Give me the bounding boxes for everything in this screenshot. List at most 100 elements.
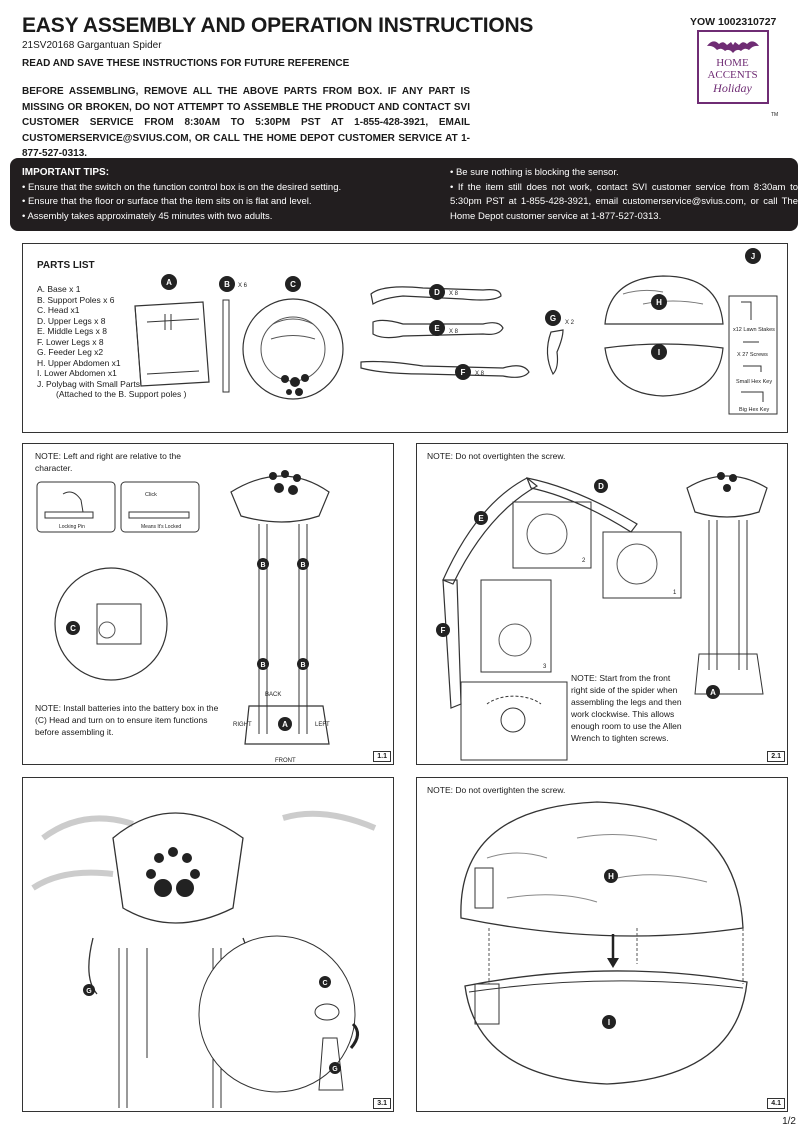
logo-line-accents: ACCENTS <box>707 69 758 81</box>
home-accents-logo: HOME ACCENTS Holiday <box>697 30 769 104</box>
count-d: X 8 <box>449 291 459 297</box>
detail-circle <box>198 935 356 1093</box>
front-label: FRONT <box>275 758 296 764</box>
label-badge-e <box>474 511 488 525</box>
step-2-1-illustration: E D F 2 1 3 A <box>436 472 768 761</box>
label-badge-i <box>602 1015 616 1029</box>
label-badge-a <box>161 274 177 290</box>
label-b: B <box>300 662 305 669</box>
label-badge-h <box>651 294 667 310</box>
label-badge-c <box>66 621 80 635</box>
label-b: B <box>224 280 230 289</box>
label-c: C <box>290 280 296 289</box>
parts-illustration: A B X 6 C D X 8 E X 8 F X 8 G <box>134 248 778 415</box>
battery-compartment <box>474 983 500 1025</box>
list-item: E. Middle Legs x 8 <box>37 326 107 336</box>
rotate-arrow-icon <box>349 1022 359 1049</box>
lower-abdomen-drawing <box>604 343 724 397</box>
label-badge-b <box>257 558 269 570</box>
label-c: C <box>322 980 327 987</box>
base-drawing <box>134 301 210 387</box>
page-number: 1/2 <box>782 1116 796 1127</box>
polybag-box <box>728 295 778 415</box>
list-item: G. Feeder Leg x2 <box>37 347 104 357</box>
parts-list: A. Base x 1 B. Support Poles x 6 C. Head… <box>37 284 186 400</box>
step-1-1-panel: NOTE: Left and right are relative to the… <box>22 443 394 765</box>
list-item: A. Base x 1 <box>37 284 81 294</box>
product-subtitle: 21SV20168 Gargantuan Spider <box>22 40 162 51</box>
label-badge-g <box>329 1062 341 1074</box>
important-tips-box: IMPORTANT TIPS: • Ensure that the switch… <box>10 158 798 231</box>
label-i: I <box>658 348 660 357</box>
label-g: G <box>86 988 92 995</box>
label-badge-h <box>604 869 618 883</box>
middle-leg-drawing <box>442 477 539 585</box>
upper-abdomen-drawing <box>604 275 724 325</box>
label-d: D <box>434 288 440 297</box>
left-label: LEFT <box>315 722 330 728</box>
base-drawing <box>694 653 764 695</box>
label-badge-c <box>319 976 331 988</box>
count-e: X 8 <box>449 329 459 335</box>
label-badge-d <box>429 284 445 300</box>
feeder-leg-detail <box>318 1037 344 1091</box>
label-a: A <box>710 688 716 697</box>
head-drawing <box>242 298 344 400</box>
back-label: BACK <box>265 692 281 698</box>
page-title: EASY ASSEMBLY AND OPERATION INSTRUCTIONS <box>22 14 534 37</box>
support-poles-drawing <box>708 520 748 670</box>
right-label: RIGHT <box>233 722 252 728</box>
step-number: 3.1 <box>373 1098 391 1109</box>
step-2-1-note-side: NOTE: Start from the front right side of… <box>571 673 682 743</box>
big-hex-key-label: Big Hex Key <box>739 407 770 413</box>
parts-list-title: PARTS LIST <box>37 260 95 271</box>
upper-leg-drawing <box>526 477 638 533</box>
step-1-1-note-top: NOTE: Left and right are relative to the… <box>35 451 181 473</box>
count-g: X 2 <box>565 320 575 326</box>
label-b: B <box>260 562 265 569</box>
step-4-1-note-top: NOTE: Do not overtighten the screw. <box>427 785 566 795</box>
tip-item: • Be sure nothing is blocking the sensor… <box>450 167 619 178</box>
tip-item: • Ensure that the switch on the function… <box>22 181 342 193</box>
label-c: C <box>70 624 76 633</box>
support-pole-drawing <box>222 299 230 393</box>
big-hex-key-icon <box>741 391 764 402</box>
label-badge-j <box>745 248 761 264</box>
means-locked-label: Means It's Locked <box>141 524 181 530</box>
tips-heading: IMPORTANT TIPS: <box>22 167 110 178</box>
label-badge-b <box>297 658 309 670</box>
spider-legs-drawing <box>31 810 377 891</box>
label-g: G <box>332 1066 338 1073</box>
list-item: F. Lower Legs x 8 <box>37 336 104 347</box>
battery-box-icon <box>96 603 142 645</box>
label-f: F <box>461 368 466 377</box>
list-item: (Attached to the B. Support poles ) <box>56 389 187 399</box>
inset-3-number: 3 <box>543 664 547 670</box>
feeder-leg-drawing <box>546 329 564 376</box>
label-a: A <box>166 278 172 287</box>
screws-label: X 27 Screws <box>737 352 768 358</box>
small-hex-key-icon <box>743 365 762 372</box>
inset-3 <box>480 579 552 673</box>
support-poles-drawing <box>258 524 308 734</box>
label-badge-b <box>297 558 309 570</box>
inset-2 <box>512 501 592 569</box>
label-badge-a <box>278 717 292 731</box>
support-poles-drawing <box>118 948 222 1108</box>
step-2-1-panel: NOTE: Do not overtighten the screw. E D … <box>416 443 788 765</box>
step-1-1-illustration: Locking Pin Click Means It's Locked C B … <box>36 470 330 764</box>
label-badge-e <box>429 320 445 336</box>
tip-item: • Assembly takes approximately 45 minute… <box>22 210 273 222</box>
list-item: B. Support Poles x 6 <box>37 294 115 305</box>
count-f: X 8 <box>475 371 485 377</box>
step-3-1-illustration: G G C G <box>31 810 377 1108</box>
locking-pin-label: Locking Pin <box>59 524 85 530</box>
sensor-window <box>474 867 494 909</box>
label-badge-b <box>257 658 269 670</box>
inset-1 <box>602 531 682 599</box>
step-number: 2.1 <box>767 751 785 762</box>
list-item: I. Lower Abdomen x1 <box>37 368 117 378</box>
upper-leg-drawing <box>370 286 502 305</box>
spider-head-drawing <box>112 812 244 924</box>
label-e: E <box>478 514 484 523</box>
